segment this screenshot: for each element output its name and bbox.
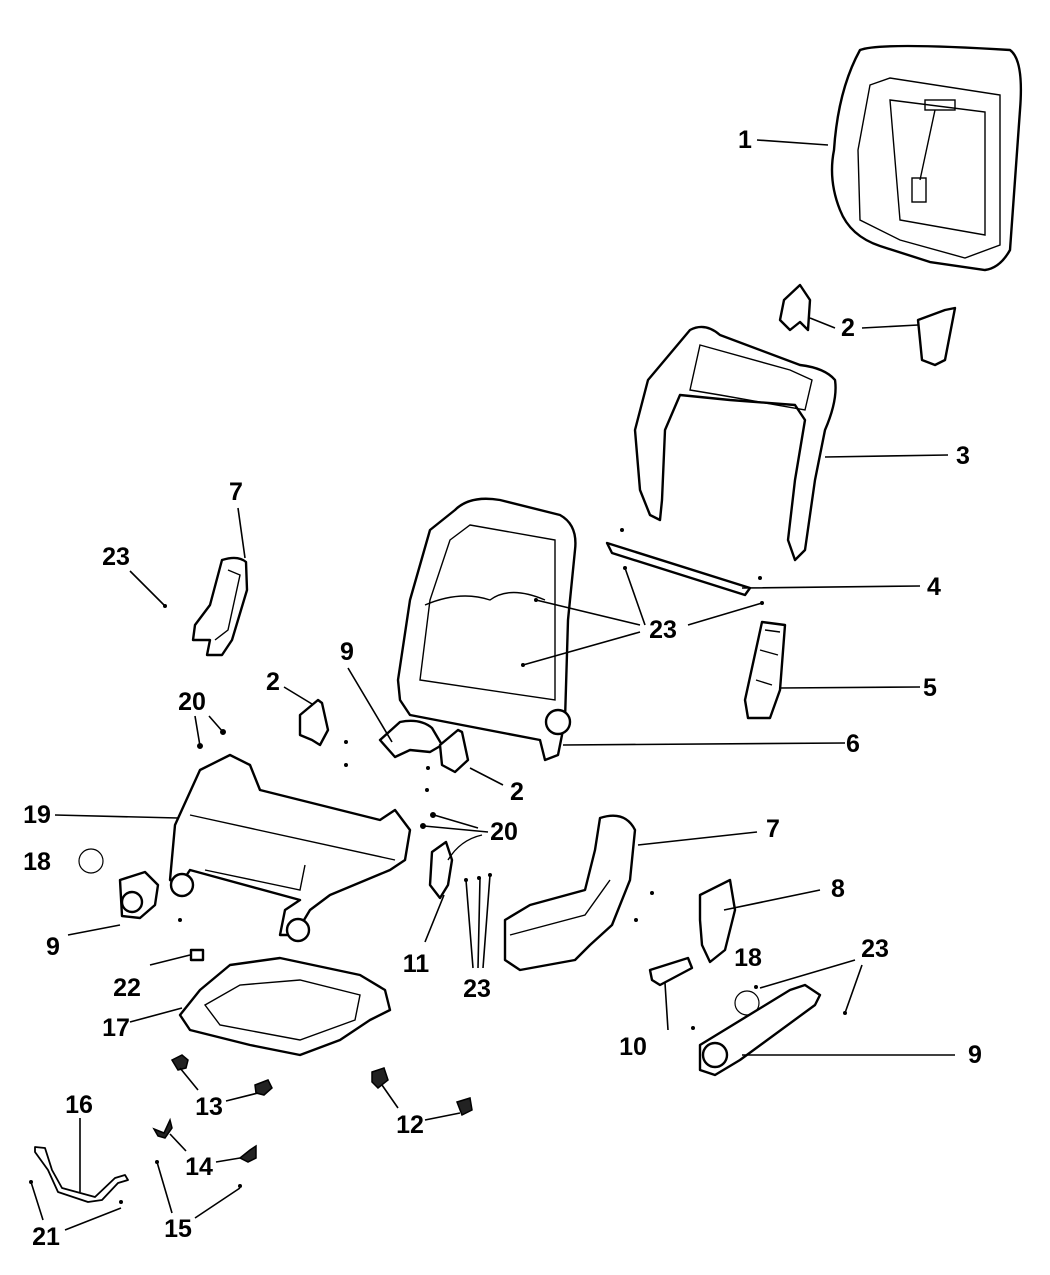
callout-2-upper: 2 [841, 314, 855, 342]
callout-5: 5 [923, 674, 937, 702]
callout-12: 12 [396, 1111, 424, 1139]
callout-23-center: 23 [649, 616, 677, 644]
part-11-switch[interactable] [428, 834, 483, 900]
callout-6: 6 [846, 730, 860, 758]
part-18-plug-left[interactable] [78, 848, 104, 874]
callout-11: 11 [403, 950, 430, 978]
part-2-bracket-upper-right[interactable] [916, 306, 957, 367]
callout-21: 21 [32, 1223, 60, 1251]
callout-13: 13 [195, 1093, 223, 1121]
part-2-bracket-right[interactable] [438, 728, 470, 774]
callout-15: 15 [164, 1215, 192, 1243]
callout-20-left: 20 [178, 688, 206, 716]
part-2-bracket-left[interactable] [298, 698, 330, 747]
part-4-cross-bar[interactable] [605, 541, 752, 597]
callout-17: 17 [102, 1014, 130, 1042]
part-14-clip-b[interactable] [238, 1144, 257, 1163]
part-19-seat-adjuster[interactable] [168, 753, 412, 943]
part-1-seat-back-panel[interactable] [830, 44, 1023, 272]
part-9-track-cover-right[interactable] [698, 983, 822, 1077]
callout-8: 8 [831, 875, 845, 903]
callout-16: 16 [65, 1091, 93, 1119]
part-7-side-trim-upper[interactable] [191, 556, 249, 657]
part-10-handle[interactable] [648, 956, 694, 987]
part-6-seat-back-frame[interactable] [396, 497, 577, 762]
part-3-seat-back-frame[interactable] [633, 325, 837, 562]
callout-2-left: 2 [266, 668, 280, 696]
callout-23-lower: 23 [463, 975, 491, 1003]
callout-18-right: 18 [734, 944, 762, 972]
part-13-clip-a[interactable] [170, 1054, 189, 1071]
callout-9-left: 9 [46, 933, 60, 961]
part-13-clip-b[interactable] [254, 1079, 273, 1096]
part-2-bracket-upper-left[interactable] [778, 283, 812, 332]
callout-19: 19 [23, 801, 51, 829]
part-9-recliner-handle-center[interactable] [378, 719, 444, 759]
callout-20-right: 20 [490, 818, 518, 846]
part-12-clip-a[interactable] [371, 1067, 389, 1090]
callout-2-right: 2 [510, 778, 524, 806]
part-14-clip-a[interactable] [152, 1117, 173, 1139]
callout-7-lower: 7 [766, 815, 780, 843]
part-9-knob-left[interactable] [118, 870, 160, 920]
callout-7-upper: 7 [229, 478, 243, 506]
callout-9-right: 9 [968, 1041, 982, 1069]
callout-23-right: 23 [861, 935, 889, 963]
part-22-clip[interactable] [189, 948, 205, 962]
callout-4: 4 [927, 573, 941, 601]
part-8-trim-cover[interactable] [698, 878, 737, 964]
callout-18-left: 18 [23, 848, 51, 876]
part-7-seat-side-shield[interactable] [503, 814, 637, 972]
callout-9-center: 9 [340, 638, 354, 666]
part-12-clip-b[interactable] [456, 1097, 473, 1117]
callout-10: 10 [619, 1033, 647, 1061]
callout-14: 14 [185, 1153, 213, 1181]
callout-1: 1 [738, 126, 752, 154]
callout-23-upper-left: 23 [102, 543, 130, 571]
part-17-seat-pan[interactable] [178, 956, 392, 1057]
part-5-side-shield[interactable] [743, 620, 787, 720]
leader-lines [30, 139, 955, 1231]
callout-3: 3 [956, 442, 970, 470]
callout-22: 22 [113, 974, 141, 1002]
part-16-wire-bracket[interactable] [34, 1146, 129, 1203]
